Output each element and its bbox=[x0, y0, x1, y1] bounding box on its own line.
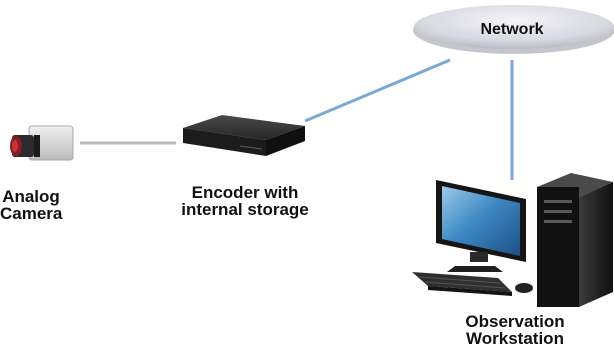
analog-camera-icon bbox=[10, 125, 74, 161]
workstation-label-line2: Workstation bbox=[466, 329, 564, 348]
camera-label-line2: Camera bbox=[0, 204, 63, 223]
camera-label-line1: Analog bbox=[2, 187, 60, 206]
workstation-label-line1: Observation bbox=[465, 312, 565, 331]
encoder-device-icon bbox=[183, 115, 305, 156]
network-cloud bbox=[413, 5, 614, 54]
encoder-label-line2: internal storage bbox=[181, 200, 309, 219]
network-label: Network bbox=[480, 21, 543, 38]
encoder-network-link-line bbox=[304, 58, 451, 123]
camera-label: Analog Camera bbox=[0, 188, 62, 222]
workstation-label: Observation Workstation bbox=[440, 313, 590, 347]
encoder-label: Encoder with internal storage bbox=[160, 184, 330, 218]
encoder-label-line1: Encoder with bbox=[191, 183, 299, 202]
workstation-icon bbox=[412, 173, 613, 307]
